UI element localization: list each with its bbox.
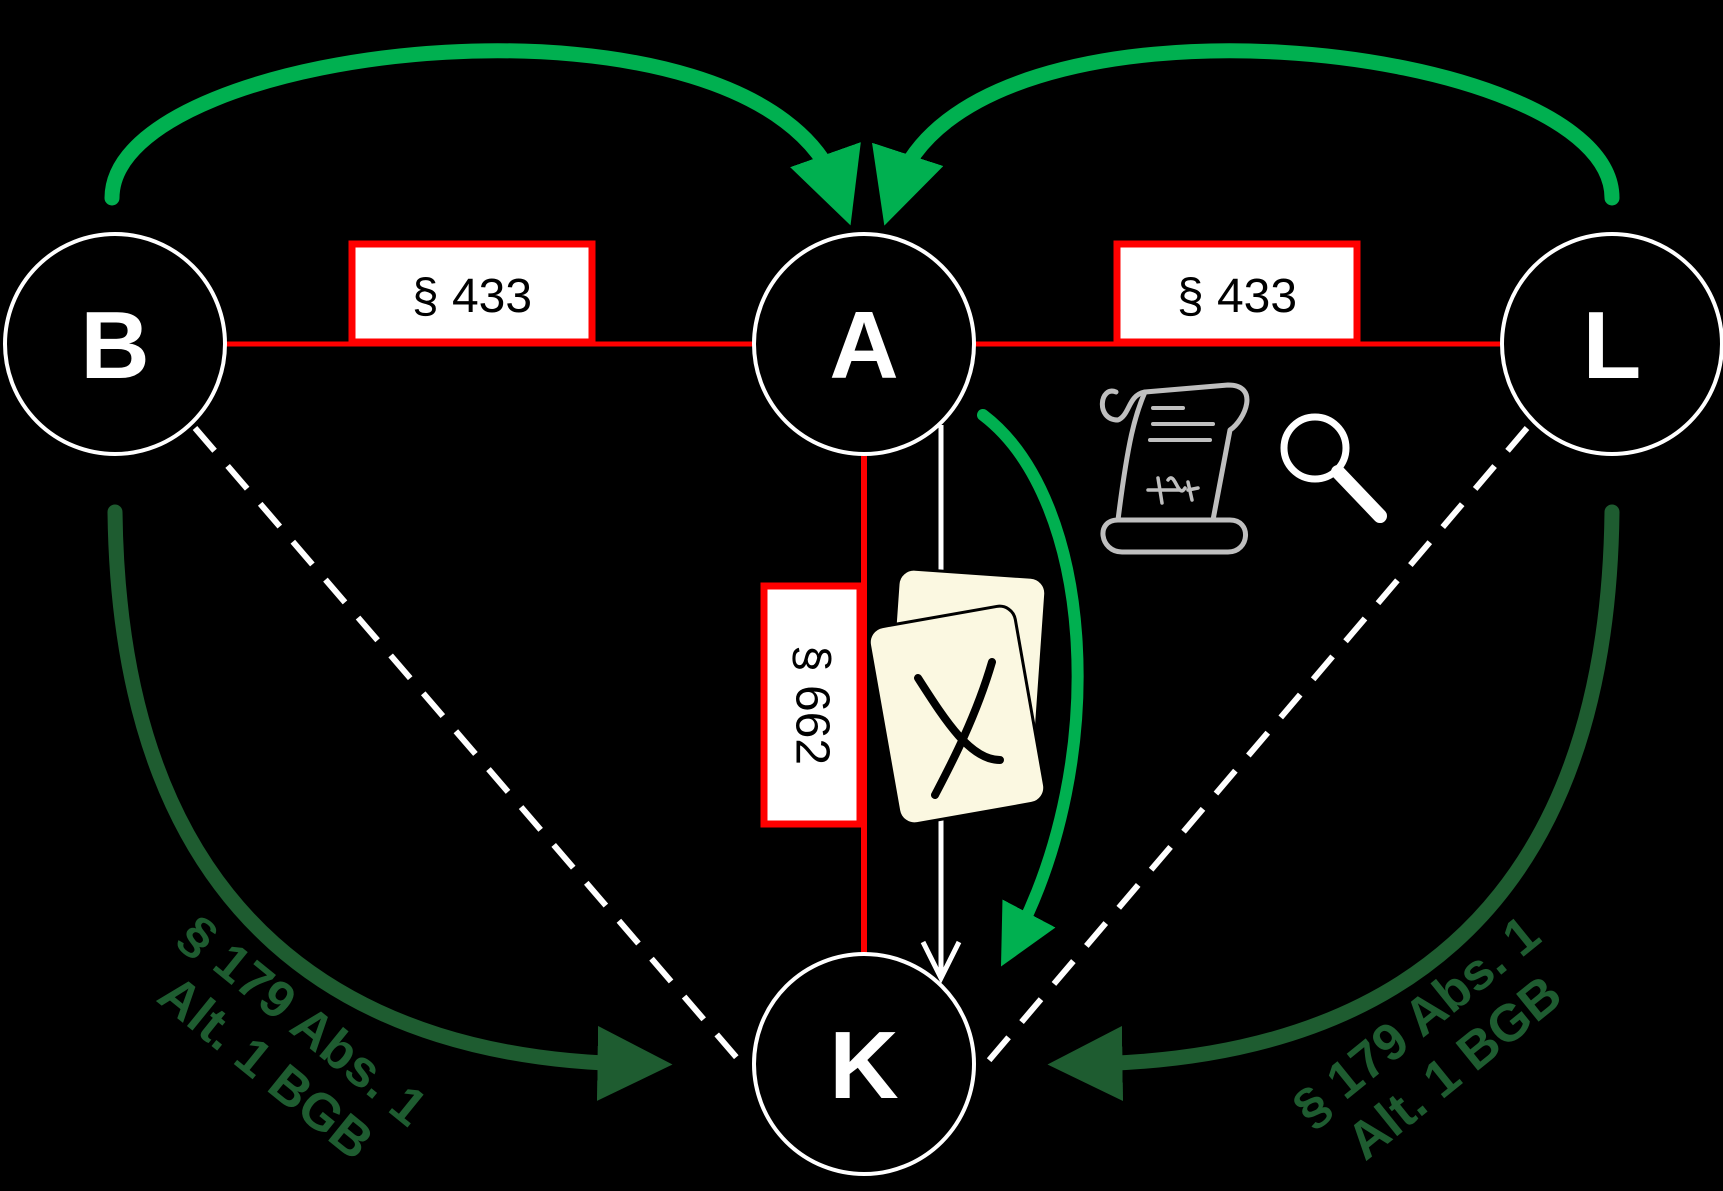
- node-b: B: [3, 232, 227, 456]
- relation-label-b-a: § 433: [412, 270, 532, 323]
- relation-box-a-k: § 662: [760, 582, 864, 828]
- legal-basis-right: § 179 Abs. 1 Alt. 1 BGB: [1282, 905, 1572, 1172]
- node-b-label: B: [80, 292, 149, 399]
- node-k: K: [752, 952, 976, 1176]
- relation-label-a-k: § 662: [786, 645, 839, 765]
- relation-box-a-l: § 433: [1113, 240, 1361, 346]
- dashed-line-l-k: [982, 426, 1530, 1067]
- arrow-l-to-a: [872, 43, 1620, 226]
- node-l-label: L: [1583, 292, 1642, 399]
- node-k-label: K: [829, 1012, 898, 1119]
- card-x-mark: [914, 658, 1004, 799]
- relation-label-a-l: § 433: [1177, 270, 1297, 323]
- scroll-contract-icon: [1099, 382, 1250, 555]
- node-a-label: A: [829, 292, 898, 399]
- arrow-b-to-a: [104, 43, 861, 226]
- crossed-cards-icon: [867, 567, 1048, 826]
- magnifier-icon: [1280, 413, 1387, 523]
- dashed-line-b-k: [192, 426, 746, 1067]
- arrow-b-to-k: [107, 504, 673, 1101]
- node-a: A: [752, 232, 976, 456]
- relation-box-b-a: § 433: [348, 240, 596, 346]
- arrow-head-a-k-white: [920, 940, 962, 984]
- node-l: L: [1500, 232, 1723, 456]
- arrow-l-to-k: [1047, 504, 1620, 1101]
- arrow-a-to-k: [977, 409, 1084, 967]
